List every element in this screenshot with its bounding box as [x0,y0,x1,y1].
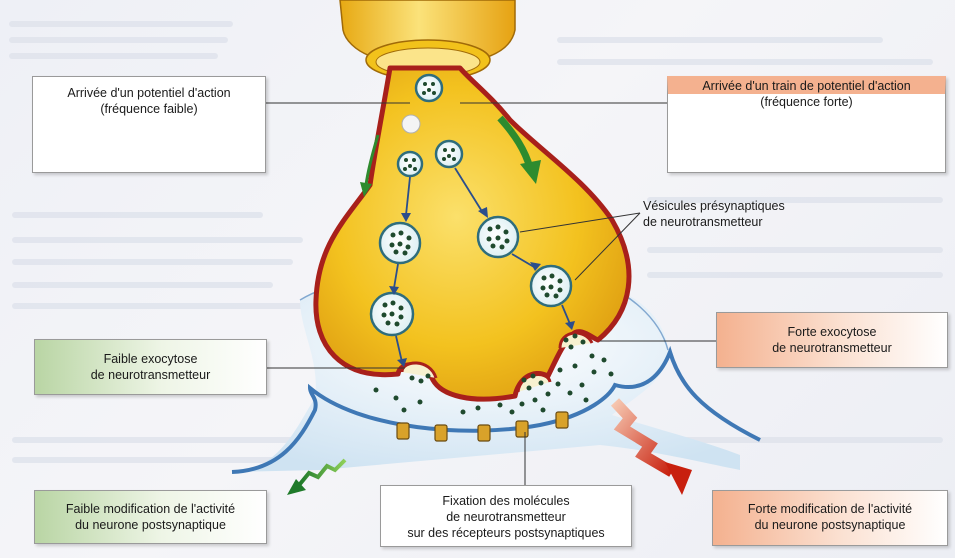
strong-modification-box: Forte modification de l'activité du neur… [712,490,948,546]
weak-modification-line1: Faible modification de l'activité [35,501,266,517]
receptor-binding-box: Fixation des molécules de neurotransmett… [380,485,632,547]
high-frequency-arrival-box: Arrivée d'un train de potentiel d'action… [667,76,946,173]
weak-modification-box: Faible modification de l'activité du neu… [34,490,267,544]
empty-vesicle [402,115,420,133]
strong-exocytosis-line2: de neurotransmetteur [717,340,947,356]
high-frequency-arrival-line1: Arrivée d'un train de potentiel d'action [668,78,945,94]
presynaptic-vesicles-label: Vésicules présynaptiques de neurotransme… [643,198,823,230]
weak-exocytosis-box: Faible exocytose de neurotransmetteur [34,339,267,395]
high-frequency-arrival-line2: (fréquence forte) [668,94,945,110]
low-frequency-arrival-line2: (fréquence faible) [33,101,265,117]
receptor-binding-line3: sur des récepteurs postsynaptiques [381,525,631,541]
presynaptic-vesicles-line1: Vésicules présynaptiques [643,198,823,214]
weak-exocytosis-line1: Faible exocytose [35,351,266,367]
weak-modification-line2: du neurone postsynaptique [35,517,266,533]
receptor-binding-line2: de neurotransmetteur [381,509,631,525]
low-frequency-arrival-box: Arrivée d'un potentiel d'action (fréquen… [32,76,266,173]
strong-exocytosis-box: Forte exocytose de neurotransmetteur [716,312,948,368]
receptor-binding-line1: Fixation des molécules [381,493,631,509]
presynaptic-vesicles-line2: de neurotransmetteur [643,214,823,230]
strong-modification-line1: Forte modification de l'activité [713,501,947,517]
low-frequency-arrival-line1: Arrivée d'un potentiel d'action [33,85,265,101]
strong-modification-line2: du neurone postsynaptique [713,517,947,533]
strong-exocytosis-line1: Forte exocytose [717,324,947,340]
weak-exocytosis-line2: de neurotransmetteur [35,367,266,383]
